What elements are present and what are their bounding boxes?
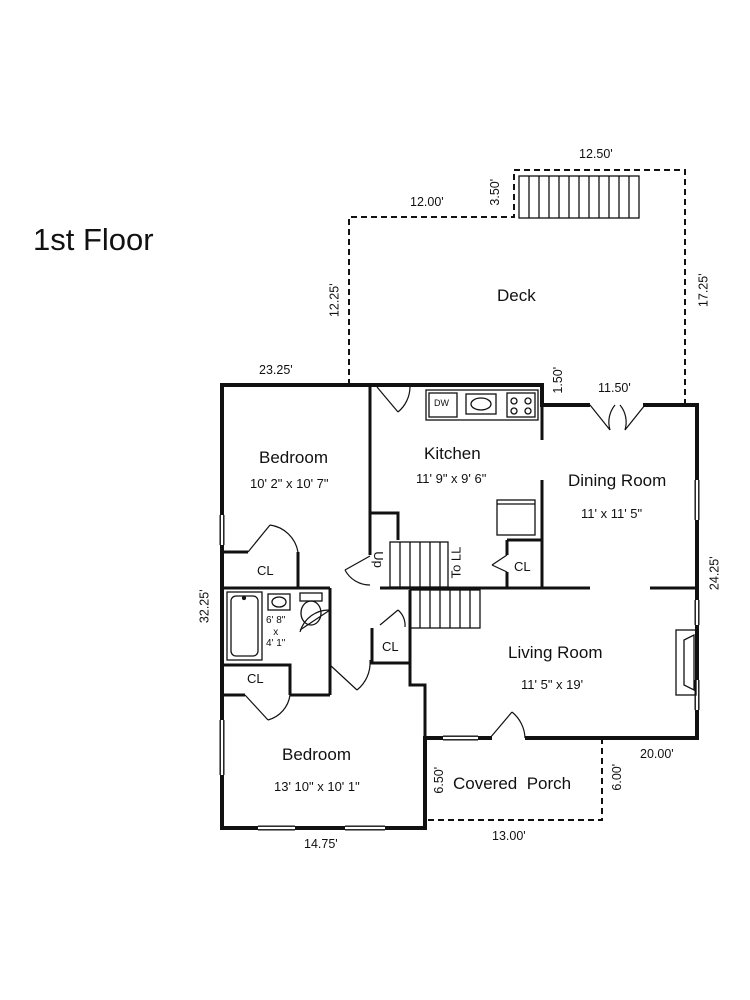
dining-room-size: 11' x 11' 5" [581,506,643,521]
dim-deck-step: 3.50' [488,178,503,206]
interior-walls [222,385,697,738]
floor-title: 1st Floor [33,222,154,257]
dim-porch-right: 6.00' [610,763,625,791]
living-room-label: Living Room [508,643,603,662]
bedroom-bottom-size: 13' 10" x 10' 1" [274,779,360,794]
dim-house-top: 23.25' [259,363,293,377]
bedroom-top-size: 10' 2" x 10' 7" [250,476,329,491]
refrigerator [496,499,536,536]
kitchen-label: Kitchen [424,444,481,463]
closet-label-bottom: CL [247,671,264,686]
windows [220,480,699,830]
dim-house-right: 24.25' [707,556,722,591]
closet-label-top: CL [257,563,274,578]
dim-porch-bottom: 13.00' [492,829,526,843]
dim-deck-left: 12.25' [327,283,342,318]
dim-living-bottom: 20.00' [640,747,674,761]
dishwasher-label: DW [434,398,449,408]
closet-label-kitchen: CL [514,559,531,574]
dim-deck-upper-left: 12.00' [410,195,444,209]
interior-stairs [389,541,481,629]
bathroom-fixtures [226,591,323,661]
stairs-to-ll-label: To LL [448,546,464,579]
bath-size: 6' 8" x 4' 1" [266,615,286,649]
closet-label-hall: CL [382,639,399,654]
bedroom-top-label: Bedroom [259,448,328,467]
dim-porch-left: 6.50' [432,766,447,794]
dim-dining-top: 11.50' [598,381,631,395]
fireplace [675,629,697,696]
dim-deck-right: 17.25' [696,273,711,308]
deck-stairs [518,175,640,219]
kitchen-size: 11' 9" x 9' 6" [416,471,487,486]
dim-kitchen-right: 1.50' [551,366,566,394]
kitchen-counter [425,389,539,421]
porch-outline [425,738,603,821]
doors [244,386,646,739]
dim-house-left: 32.25' [197,589,212,624]
bedroom-bottom-label: Bedroom [282,745,351,764]
deck-outline [348,169,686,405]
dim-house-bottom: 14.75' [304,837,338,851]
dining-room-label: Dining Room [568,471,667,490]
covered-porch-label: Covered Porch [453,774,572,793]
deck-label: Deck [497,286,536,305]
dim-deck-top: 12.50' [579,147,613,161]
stairs-up-label: Up [370,551,386,568]
living-room-size: 11' 5" x 19' [521,677,584,692]
